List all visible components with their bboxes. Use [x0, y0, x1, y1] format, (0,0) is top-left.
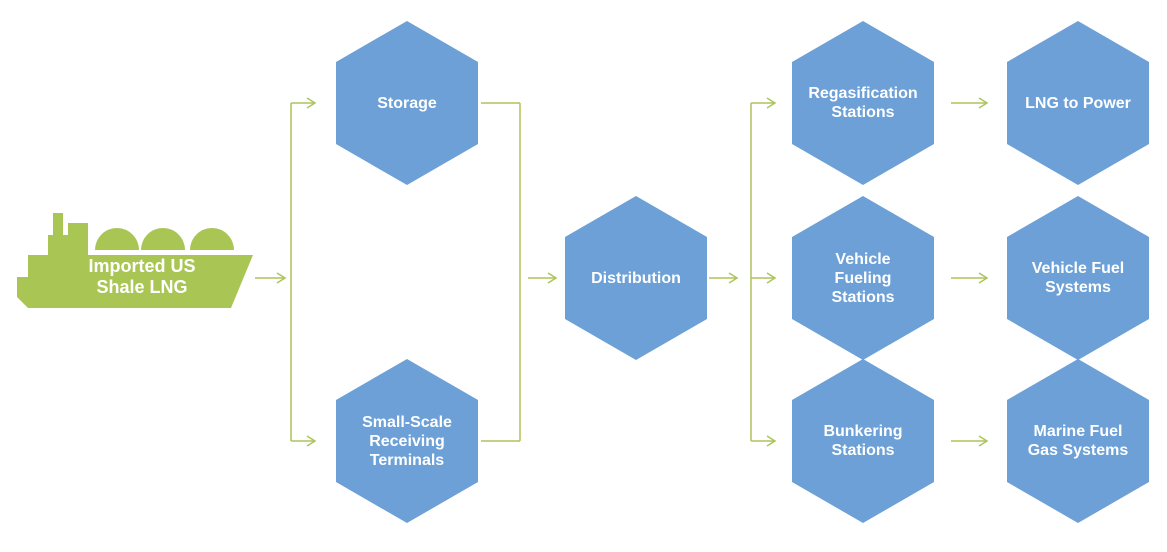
- node-label: Bunkering Stations: [823, 423, 903, 459]
- node-regasification-stations: Regasification Stations: [792, 21, 934, 185]
- ship-tank-dome-3: [190, 228, 234, 250]
- node-label: Vehicle Fuel Systems: [1031, 260, 1125, 296]
- node-label: Small-Scale Receiving Terminals: [362, 413, 452, 469]
- connector-ship-to-split: [255, 97, 317, 447]
- ship-mast: [53, 213, 63, 239]
- connector-distribution-split: [709, 97, 777, 447]
- ship-tank-dome-2: [141, 228, 185, 250]
- node-bunkering-stations: Bunkering Stations: [792, 359, 934, 523]
- connector-stations-to-enduses: [951, 97, 989, 447]
- node-label: Regasification Stations: [808, 85, 918, 121]
- source-label: Imported US Shale LNG: [88, 256, 196, 297]
- ship-hull: [17, 255, 253, 308]
- node-label: LNG to Power: [1025, 94, 1131, 112]
- node-distribution: Distribution: [565, 196, 707, 360]
- connector-merge-to-distribution: [481, 102, 558, 442]
- node-label: Vehicle Fueling Stations: [831, 250, 895, 306]
- node-label: Storage: [377, 94, 437, 112]
- ship-tank-dome-1: [95, 228, 139, 250]
- node-label: Marine Fuel Gas Systems: [1027, 423, 1129, 459]
- node-small-scale-receiving-terminals: Small-Scale Receiving Terminals: [336, 359, 478, 523]
- ship-bridge-base: [48, 235, 88, 255]
- node-vehicle-fueling-stations: Vehicle Fueling Stations: [792, 196, 934, 360]
- node-label: Distribution: [591, 269, 681, 287]
